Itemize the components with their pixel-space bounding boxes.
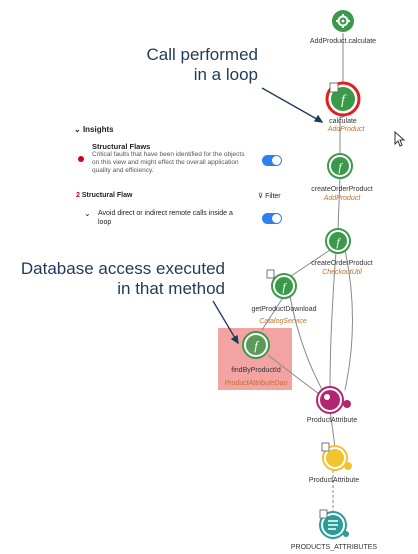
node-sublabel: CheckoutUtil — [322, 269, 362, 276]
chevron-down-icon[interactable]: ⌄ — [84, 209, 91, 218]
node-label: ProductAttribute — [308, 477, 360, 484]
flaw-header: 2 Structural Flaw — [76, 192, 132, 199]
function-icon: f — [341, 93, 347, 108]
flaw-label: Structural Flaw — [81, 192, 133, 199]
document-icon — [321, 442, 330, 452]
flaw-count: 2 — [76, 192, 80, 199]
function-icon: f — [338, 160, 343, 174]
callout-arrows — [212, 87, 324, 345]
function-icon: f — [254, 338, 260, 353]
callout-loop-line2: in a loop — [193, 65, 258, 84]
node-label: getProductDownload — [251, 306, 317, 313]
node-label: AddProduct.calculate — [309, 38, 377, 45]
node-createorderproduct-checkoututil[interactable]: f — [325, 228, 351, 254]
severity-dot-icon — [78, 156, 84, 162]
node-label: calculate — [329, 118, 357, 125]
insights-panel: ⌄ Insights Structural Flaws Critical fau… — [65, 120, 290, 235]
entity-icon — [324, 394, 330, 400]
node-sublabel: ProductAttributeDao — [224, 380, 288, 387]
insights-header[interactable]: ⌄ Insights — [74, 125, 114, 134]
filter-icon: ⊽ — [258, 193, 264, 200]
callout-loop-line1: Call performed — [146, 45, 259, 64]
rule-text: loop — [98, 219, 112, 226]
gear-icon — [336, 14, 350, 28]
mouse-cursor-icon — [394, 131, 406, 147]
section-desc: quality and efficiency. — [92, 167, 154, 174]
node-productattribute-entity[interactable] — [316, 386, 351, 414]
structural-flaws-toggle[interactable] — [262, 155, 282, 166]
node-createorderproduct-addproduct[interactable]: f — [327, 153, 353, 179]
node-label: PRODUCTS_ATTRIBUTES — [290, 544, 378, 551]
node-products-attributes[interactable] — [319, 509, 349, 539]
node-label: findByProductId — [231, 367, 281, 374]
graph-edges — [261, 33, 358, 515]
rule-toggle[interactable] — [262, 213, 282, 224]
table-icon — [328, 520, 338, 530]
document-icon — [266, 269, 275, 279]
node-sublabel: CatalogService — [259, 318, 307, 325]
node-productattribute-table[interactable] — [321, 442, 352, 471]
node-findbyproductid[interactable]: f — [242, 331, 270, 359]
node-calculate[interactable]: f — [325, 81, 361, 117]
function-icon: f — [336, 235, 341, 249]
function-icon: f — [282, 280, 287, 294]
section-title: Structural Flaws — [92, 142, 151, 151]
node-label: createOrderProduct — [311, 186, 373, 193]
rule-text: Avoid direct or indirect remote calls in… — [98, 210, 233, 217]
callout-db-line2: in that method — [117, 279, 225, 298]
chevron-down-icon: ⌄ — [74, 125, 81, 134]
node-sublabel: AddProduct — [323, 195, 361, 202]
section-desc: on this view and might effect the overal… — [92, 159, 239, 166]
node-label: createOrderProduct — [311, 260, 373, 267]
document-icon — [319, 509, 328, 519]
node-sublabel: AddProduct — [327, 126, 365, 133]
node-label: ProductAttribute — [306, 417, 358, 424]
node-getproductdownload[interactable]: f — [266, 269, 297, 299]
filter-button[interactable]: ⊽ Filter — [258, 193, 281, 200]
document-icon — [329, 82, 339, 93]
section-desc: Critical faults that have been identifie… — [92, 151, 245, 158]
callout-db-line1: Database access executed — [20, 259, 225, 278]
node-addproduct-calculate[interactable] — [332, 10, 354, 32]
